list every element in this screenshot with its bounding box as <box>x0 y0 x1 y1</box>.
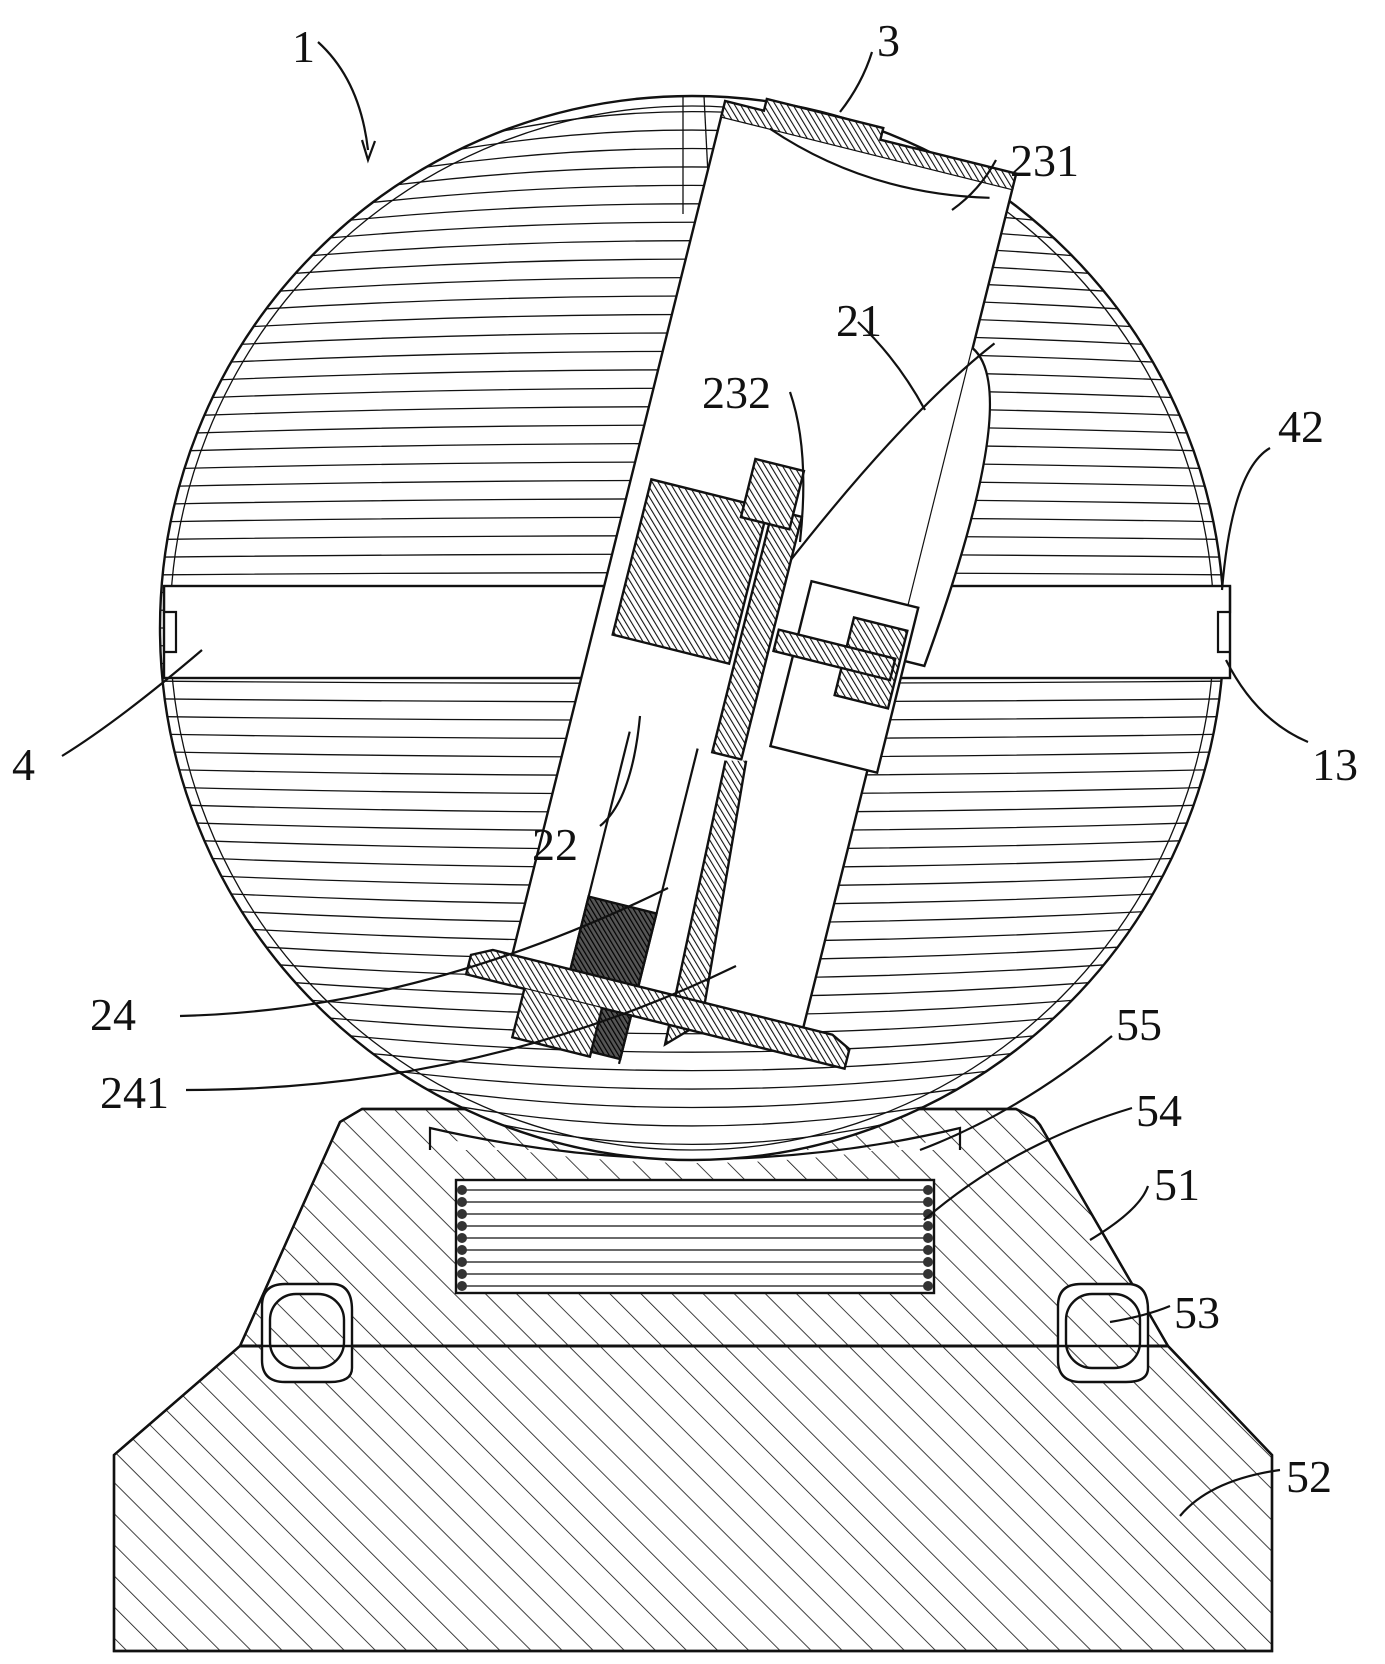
label-light-module: 22 <box>532 819 578 870</box>
inner-housing <box>464 97 1018 1071</box>
sphere-band-line <box>350 1035 1034 1053</box>
label-top-cap: 3 <box>877 15 900 66</box>
coil-wire-end <box>923 1281 933 1291</box>
label-shaft-notch: 42 <box>1278 401 1324 452</box>
label-lens: 21 <box>836 295 882 346</box>
coil-wire-end <box>923 1209 933 1219</box>
label-shaft: 4 <box>12 739 35 790</box>
coil-wire-end <box>923 1185 933 1195</box>
coil-wire-end <box>923 1269 933 1279</box>
label-mount-block: 232 <box>702 367 771 418</box>
label-housing: 24 <box>90 989 136 1040</box>
coil-wire-end <box>457 1269 467 1279</box>
coil-wire-end <box>923 1245 933 1255</box>
sphere-band-line <box>397 1070 987 1090</box>
leader-lines <box>61 41 1309 1517</box>
coil-wire-end <box>457 1197 467 1207</box>
label-lower-base: 52 <box>1286 1451 1332 1502</box>
base-lower-block <box>112 1344 1274 1653</box>
coil-wire-end <box>457 1245 467 1255</box>
coil-wire-end <box>923 1221 933 1231</box>
coil-wire-end <box>457 1257 467 1267</box>
support-ring-left <box>260 1282 354 1384</box>
sphere-band-line <box>460 1106 924 1127</box>
coil-wire-end <box>457 1233 467 1243</box>
coil-wire-end <box>923 1197 933 1207</box>
label-shaft-end: 13 <box>1312 739 1358 790</box>
sphere-band-line <box>426 1088 958 1109</box>
coil-winding <box>454 1178 936 1295</box>
label-battery: 241 <box>100 1067 169 1118</box>
label-sphere: 1 <box>292 21 315 72</box>
sphere-band-line <box>330 1017 1054 1035</box>
label-upper-base: 51 <box>1154 1159 1200 1210</box>
support-ring-right <box>1056 1282 1150 1384</box>
coil-wire-end <box>457 1281 467 1291</box>
coil-wire-end <box>457 1221 467 1231</box>
label-coil: 54 <box>1136 1085 1182 1136</box>
coil-wire-end <box>923 1233 933 1243</box>
coil-wire-end <box>923 1257 933 1267</box>
label-support-ring: 53 <box>1174 1287 1220 1338</box>
label-cap-plate: 231 <box>1010 135 1079 186</box>
label-recess: 55 <box>1116 999 1162 1050</box>
coil-wire-end <box>457 1209 467 1219</box>
coil-wire-end <box>457 1185 467 1195</box>
sphere-band-line <box>500 1123 884 1146</box>
